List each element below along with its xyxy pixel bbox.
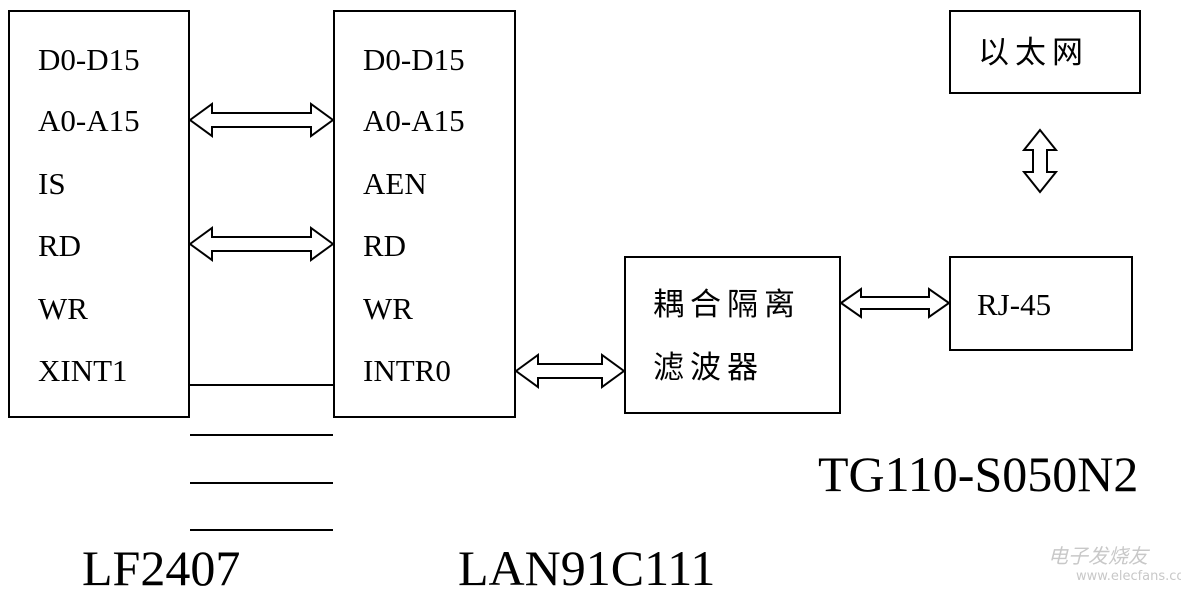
watermark-logo: 电子发烧友 www.elecfans.com [1048,540,1181,584]
lan-pin-address: A0-A15 [363,103,465,138]
lf2407-pin-data: D0-D15 [38,42,140,77]
address-bus-arrow [188,102,335,138]
lf2407-pin-address: A0-A15 [38,103,140,138]
rj45-box [949,256,1133,351]
lf2407-pin-wr: WR [38,291,88,326]
watermark-url: www.elecfans.com [1076,569,1181,584]
ethernet-label: 以太网 [978,35,1089,71]
lf2407-pin-xint1: XINT1 [38,353,128,388]
filter-rj45-arrow [839,287,951,319]
filter-box [624,256,841,414]
control-bus-arrow [188,226,335,262]
ethernet-rj45-arrow [1021,128,1059,194]
lan-pin-data: D0-D15 [363,42,465,77]
transformer-label: TG110-S050N2 [818,446,1139,502]
filter-label-line2: 滤波器 [653,350,764,386]
lf2407-pin-rd: RD [38,228,82,263]
lan-pin-rd: RD [363,228,407,263]
lan91c111-chip-label: LAN91C111 [458,540,716,595]
lan-pin-intr0: INTR0 [363,353,451,388]
lf2407-box [8,10,190,418]
lan-pin-wr: WR [363,291,413,326]
lf2407-chip-label: LF2407 [82,540,241,595]
ethernet-box [949,10,1141,94]
lan-pin-aen: AEN [363,166,427,201]
lan-filter-arrow [514,353,626,389]
lan91c111-box [333,10,516,418]
rj45-label: RJ-45 [977,287,1052,322]
watermark-main: 电子发烧友 [1048,544,1148,568]
filter-label-line1: 耦合隔离 [653,287,801,323]
lf2407-pin-is: IS [38,166,66,201]
